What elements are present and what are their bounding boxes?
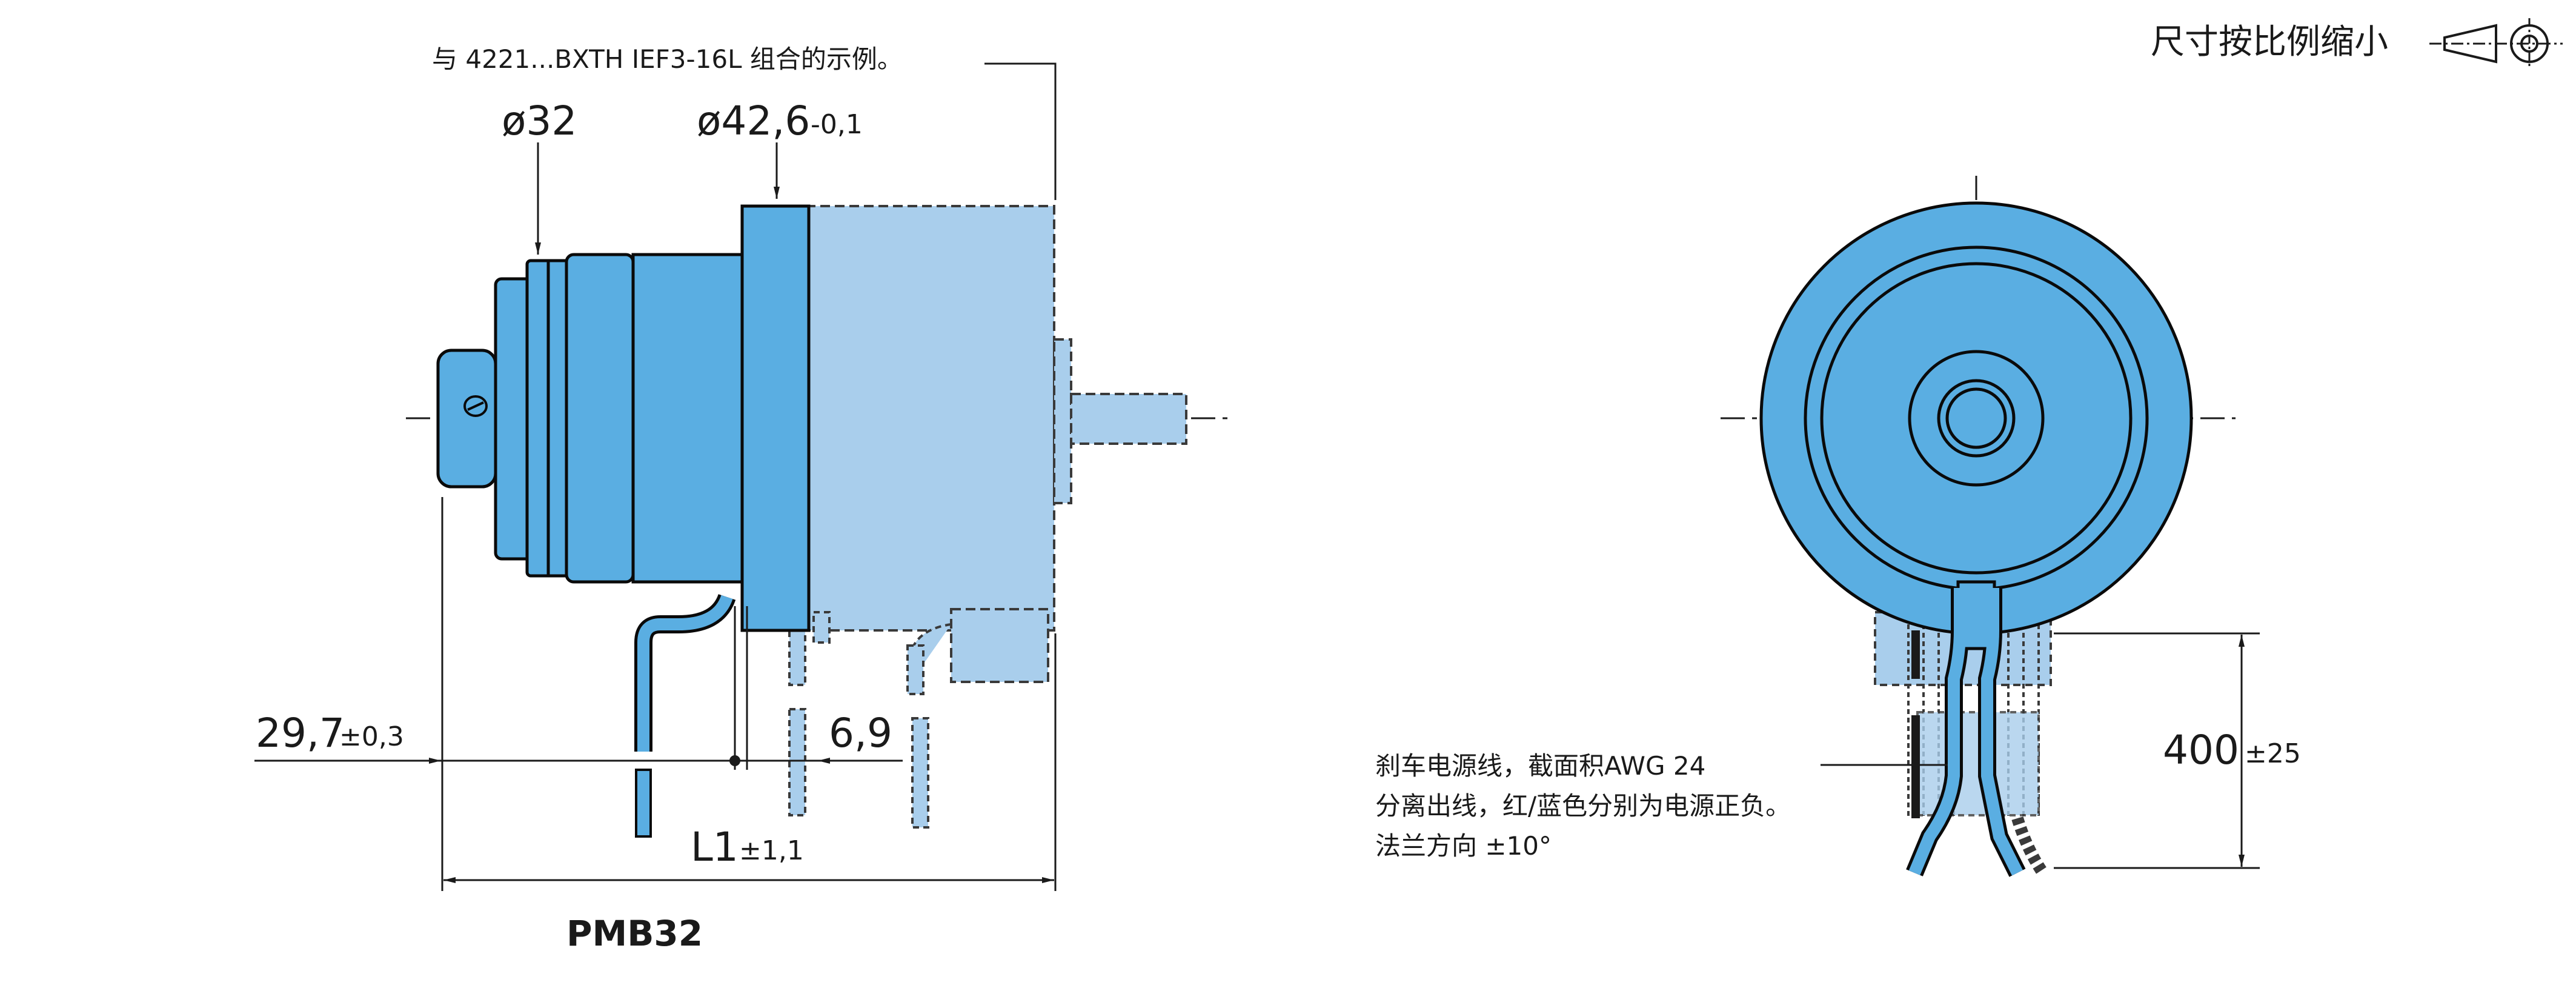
ghost-lead-1 (788, 629, 806, 686)
ghost-lead-2 (788, 708, 806, 816)
scale-note: 尺寸按比例缩小 (2151, 22, 2388, 62)
ghost-shaft (1070, 393, 1187, 445)
brake-ring-3 (546, 259, 568, 578)
model-label: PMB32 (566, 913, 703, 954)
cable-red (1908, 588, 1966, 875)
ghost-motor-body (805, 205, 1055, 632)
front-view: 400 ±25 刹车电源线，截面积AWG 24 分离出线，红/蓝色分别为电源正负… (1375, 176, 2301, 877)
ghost-cable-a (906, 644, 925, 695)
d42-label: ø42,6 (697, 98, 810, 144)
note-leader (984, 62, 1057, 200)
d29-point (729, 755, 740, 766)
brake-cable (637, 595, 733, 752)
d32-label: ø32 (502, 98, 577, 144)
brake-cable-end (635, 769, 652, 838)
ghost-strand-end (2011, 816, 2048, 876)
ghost-terminal-box (950, 608, 1049, 683)
d42-tol: -0,1 (811, 109, 863, 140)
front-bore-inner (1945, 387, 2007, 449)
L1-label: L1 (691, 824, 739, 870)
scale-note-group: 尺寸按比例缩小 (2151, 18, 2563, 69)
cable-note-line3: 法兰方向 ±10° (1375, 831, 1552, 861)
ghost-shaft-collar (1053, 338, 1072, 504)
cable-note-line2: 分离出线，红/蓝色分别为电源正负。 (1375, 791, 1791, 821)
ghost-lead-3 (812, 611, 831, 644)
L1-tol: ±1,1 (739, 835, 804, 866)
d29-tol: ±0,3 (339, 721, 404, 752)
set-screw-slot (467, 401, 484, 411)
brake-housing (565, 253, 635, 584)
ghost-cable-b (911, 717, 929, 829)
cable-blue (1981, 588, 2023, 876)
front-bore (1937, 379, 2016, 458)
cable-dark-1 (1911, 630, 1920, 679)
side-view: 与 4221...BXTH IEF3-16L 组合的示例。 ø32 ø42,6 … (254, 44, 1230, 954)
d400-tol: ±25 (2245, 738, 2301, 769)
brake-flange (740, 204, 811, 632)
projection-symbol-icon (2429, 18, 2563, 69)
d29-label: 29,7 (256, 710, 345, 756)
brake-housing-rear (631, 253, 744, 584)
d69-label: 6,9 (829, 710, 892, 756)
brake-connector-end (436, 349, 497, 489)
front-ring-2 (1820, 262, 2133, 575)
cable-note-line1: 刹车电源线，截面积AWG 24 (1375, 751, 1705, 781)
front-outer-disk (1759, 201, 2193, 635)
d400-label: 400 (2163, 727, 2239, 773)
front-hub (1908, 350, 2045, 487)
note-top: 与 4221...BXTH IEF3-16L 组合的示例。 (432, 44, 903, 74)
cable-dark-2 (1911, 715, 1920, 818)
